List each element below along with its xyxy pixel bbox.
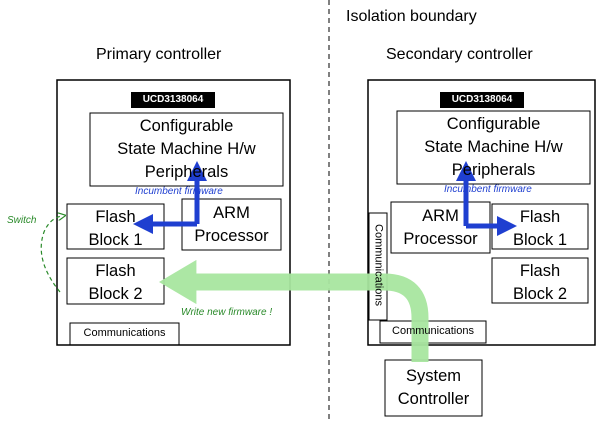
secondary-arm-text: ARM Processor (391, 205, 490, 251)
secondary-arm-line2: Processor (403, 230, 478, 248)
secondary-comm-box (379, 320, 487, 344)
primary-flash2-text: Flash Block 2 (67, 260, 164, 306)
system-controller-text: System Controller (385, 365, 482, 411)
system-controller-line2: Controller (397, 390, 470, 408)
secondary-config-line1: Configurable (446, 115, 541, 133)
secondary-chip-label: UCD3138064 (440, 92, 524, 108)
primary-flash2-line2: Block 2 (88, 285, 143, 303)
secondary-flash1-text: Flash Block 1 (492, 206, 588, 252)
secondary-flash1-line1: Flash (519, 208, 561, 226)
secondary-config-text: Configurable State Machine H/w Periphera… (397, 113, 590, 182)
write-firmware-label: Write new firmware ! (181, 307, 273, 318)
switch-arc (40, 216, 62, 293)
secondary-controller-title: Secondary controller (386, 46, 533, 63)
secondary-arm-line1: ARM (422, 207, 459, 225)
secondary-flash2-box (491, 257, 589, 304)
primary-arm-text: ARM Processor (182, 202, 281, 248)
primary-controller-title: Primary controller (96, 46, 222, 63)
system-controller-line1: System (405, 367, 461, 385)
primary-config-line1: Configurable (139, 117, 234, 135)
primary-config-text: Configurable State Machine H/w Periphera… (90, 115, 283, 184)
write-firmware-arrow (159, 259, 429, 362)
primary-flash1-text: Flash Block 1 (67, 206, 164, 252)
primary-config-line2: State Machine H/w (117, 140, 256, 158)
primary-config-box (89, 112, 284, 187)
secondary-config-line3: Peripherals (451, 161, 536, 179)
primary-flash2-line1: Flash (95, 262, 136, 280)
primary-arm-line1: ARM (213, 204, 250, 222)
primary-chip-label: UCD3138064 (131, 92, 215, 108)
primary-flash1-line2: Block 1 (88, 231, 143, 249)
secondary-controller-box (367, 79, 596, 346)
secondary-flash2-line2: Block 2 (512, 285, 568, 303)
primary-comm-label: Communications (83, 327, 166, 339)
secondary-comm-vertical-label: Communications (372, 224, 385, 306)
secondary-comm-vertical-box (368, 212, 388, 321)
secondary-flash1-line2: Block 1 (512, 231, 568, 249)
secondary-comm-label: Communications (392, 325, 474, 337)
secondary-incumbent-note: Incumbent firmware (444, 184, 532, 195)
secondary-config-line2: State Machine H/w (424, 138, 563, 156)
secondary-flash2-line1: Flash (519, 262, 561, 280)
secondary-flash2-text: Flash Block 2 (492, 260, 588, 306)
secondary-config-box (396, 110, 591, 185)
primary-incumbent-note: Incumbent firmware (135, 186, 223, 197)
primary-flash1-line1: Flash (95, 208, 136, 226)
primary-arm-line2: Processor (194, 227, 269, 245)
system-controller-box (384, 359, 483, 417)
switch-label: Switch (7, 215, 37, 226)
primary-comm-box (69, 322, 180, 346)
isolation-boundary-label: Isolation boundary (346, 8, 477, 25)
primary-config-line3: Peripherals (144, 163, 229, 181)
